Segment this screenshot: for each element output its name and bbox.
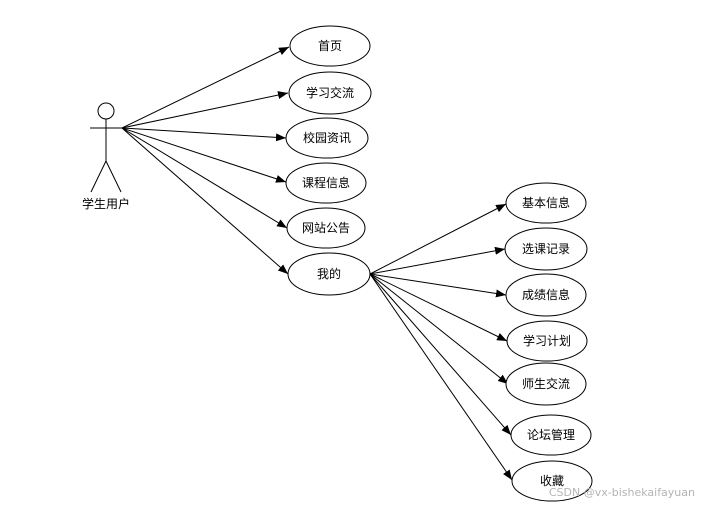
- connector-course-selection-record: [369, 246, 506, 275]
- use-case-mine[interactable]: 我的: [287, 252, 371, 296]
- connector-campus-news: [121, 127, 287, 142]
- use-case-course-selection-record[interactable]: 选课记录: [504, 227, 588, 271]
- use-case-study-exchange-shape: [288, 71, 372, 115]
- use-case-basic-info-shape: [505, 182, 587, 224]
- use-case-campus-news-label: 校园资讯: [303, 130, 351, 145]
- connector-favorites: [369, 273, 513, 481]
- use-case-forum-management-label: 论坛管理: [527, 427, 575, 442]
- use-case-favorites[interactable]: 收藏: [511, 460, 593, 502]
- connector-course-info: [121, 127, 287, 183]
- use-case-campus-news[interactable]: 校园资讯: [285, 117, 369, 159]
- connector-basic-info: [369, 203, 507, 275]
- use-case-teacher-student-exchange[interactable]: 师生交流: [505, 362, 587, 406]
- use-case-site-notice[interactable]: 网站公告: [286, 207, 366, 249]
- use-case-mine-label: 我的: [317, 266, 341, 281]
- actor-figure: [90, 102, 122, 193]
- use-case-mine-shape: [287, 252, 371, 296]
- use-case-forum-management-shape: [510, 414, 592, 456]
- use-case-grade-info-shape: [505, 273, 587, 317]
- use-case-grade-info[interactable]: 成绩信息: [505, 273, 587, 317]
- use-case-course-info-shape: [285, 162, 367, 204]
- use-case-favorites-label: 收藏: [540, 474, 564, 488]
- use-case-course-info[interactable]: 课程信息: [285, 162, 367, 204]
- connector-home: [121, 46, 290, 129]
- use-case-home-label: 首页: [318, 39, 342, 53]
- use-case-forum-management[interactable]: 论坛管理: [510, 414, 592, 456]
- use-case-course-selection-record-label: 选课记录: [522, 242, 570, 256]
- use-case-study-plan-shape: [506, 320, 588, 362]
- use-case-home-shape: [289, 25, 371, 67]
- use-case-study-plan-label: 学习计划: [523, 333, 571, 348]
- watermark: CSDN @vx-bishekaifayuan: [549, 486, 695, 499]
- actor-right-leg: [105, 160, 122, 193]
- use-case-site-notice-label: 网站公告: [302, 221, 350, 235]
- use-case-grade-info-label: 成绩信息: [522, 287, 570, 302]
- connector-site-notice: [121, 127, 288, 229]
- use-case-study-plan[interactable]: 学习计划: [506, 320, 588, 362]
- actor-label: 学生用户: [82, 196, 130, 211]
- use-case-home[interactable]: 首页: [289, 25, 371, 67]
- connector-forum-management: [369, 273, 512, 436]
- actor-head: [97, 102, 115, 120]
- use-case-site-notice-shape: [286, 207, 366, 249]
- use-case-study-exchange-label: 学习交流: [306, 85, 354, 100]
- use-case-teacher-student-exchange-label: 师生交流: [522, 376, 570, 391]
- use-case-campus-news-shape: [285, 117, 369, 159]
- use-case-study-exchange[interactable]: 学习交流: [288, 71, 372, 115]
- use-case-teacher-student-exchange-shape: [505, 362, 587, 406]
- mine-connections: [369, 203, 513, 481]
- use-case-course-selection-record-shape: [504, 227, 588, 271]
- use-case-basic-info-label: 基本信息: [522, 195, 570, 210]
- connector-grade-info: [369, 273, 507, 298]
- connector-teacher-student-exchange: [369, 273, 509, 385]
- actor-left-leg: [90, 160, 107, 193]
- connector-mine: [121, 127, 289, 275]
- connector-study-exchange: [121, 91, 289, 129]
- use-case-basic-info[interactable]: 基本信息: [505, 182, 587, 224]
- use-case-favorites-shape: [511, 460, 593, 502]
- use-case-course-info-label: 课程信息: [302, 175, 350, 190]
- actor-connections: [121, 46, 290, 275]
- connector-study-plan: [369, 273, 508, 342]
